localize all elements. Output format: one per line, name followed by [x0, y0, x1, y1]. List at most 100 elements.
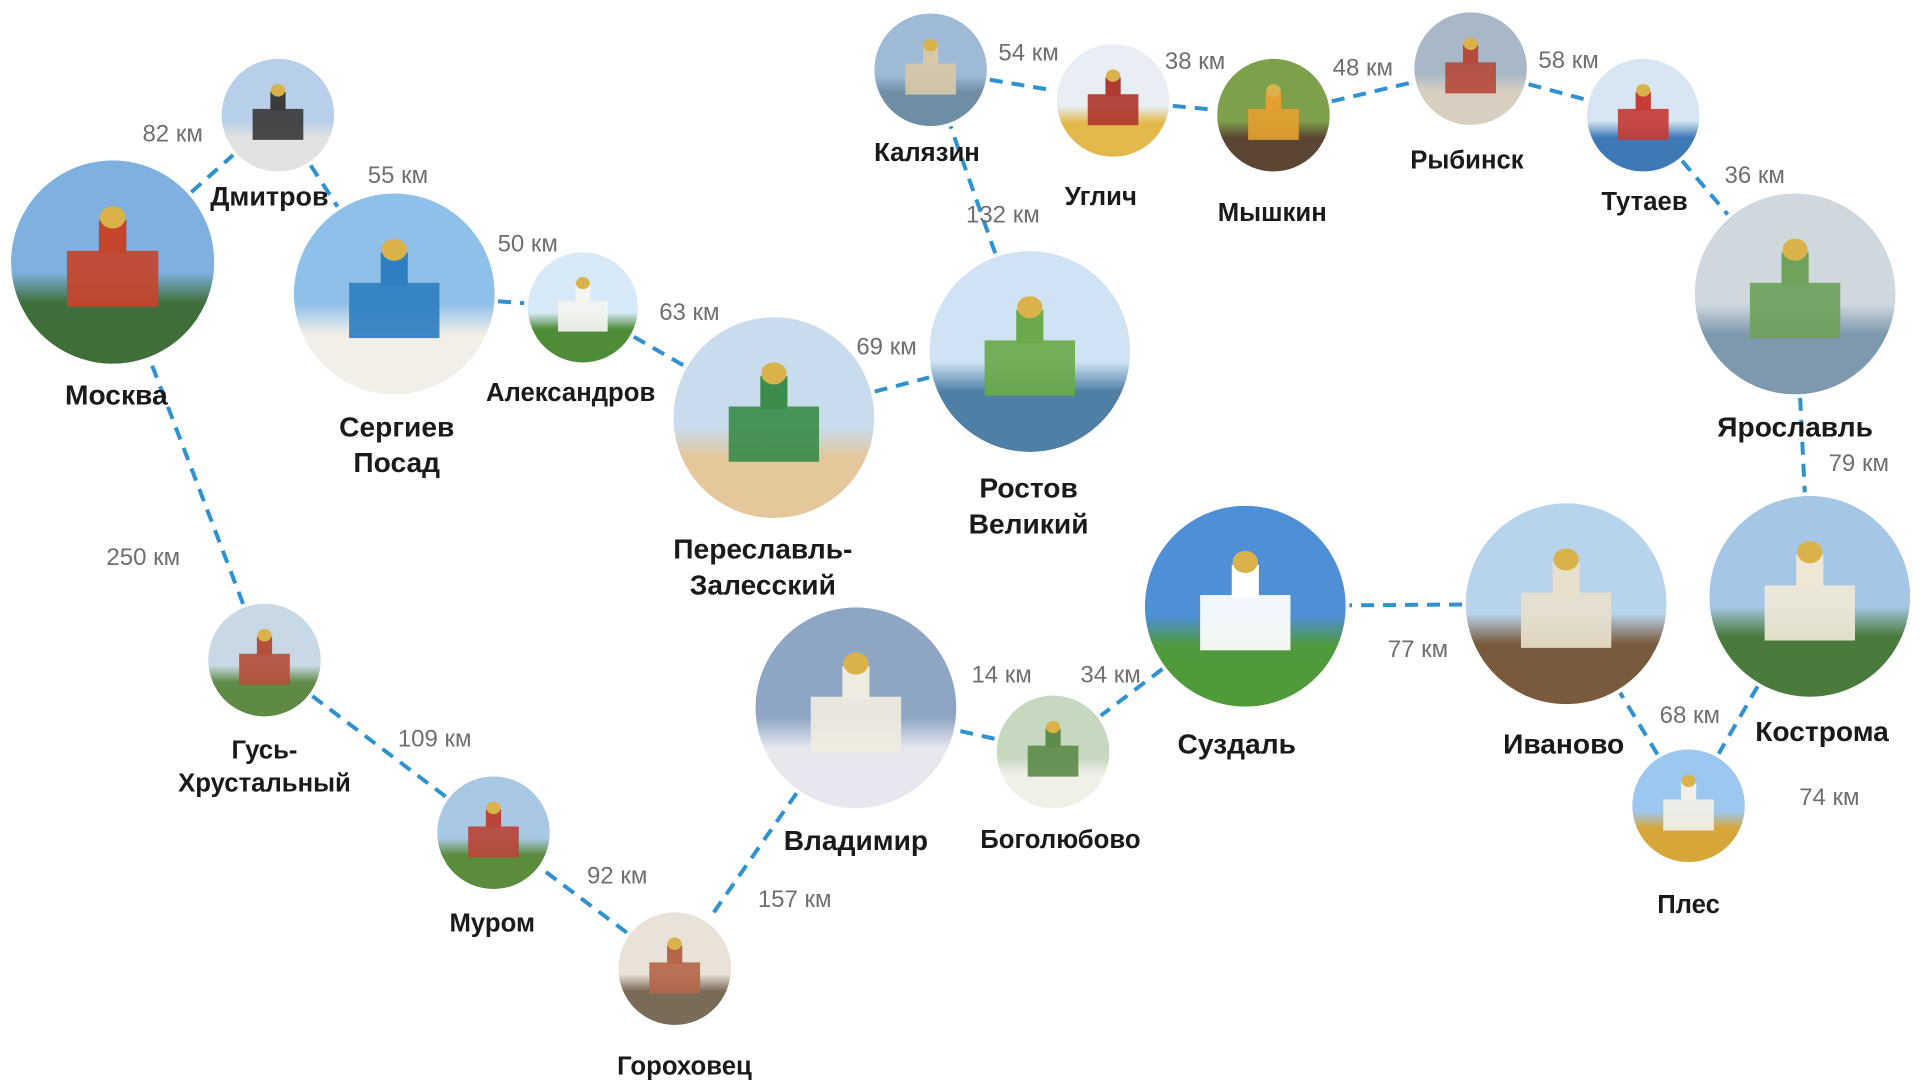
city-dmitrov[interactable]: Дмитров [210, 58, 335, 212]
city-name: Рыбинск [1410, 146, 1524, 174]
city-name: Москва [65, 379, 168, 410]
city-photo[interactable] [437, 776, 550, 920]
city-name: Ростов [979, 472, 1078, 503]
city-name: Залесский [690, 569, 836, 600]
city-suzdal[interactable]: Суздаль [1144, 505, 1346, 762]
route-pereslavl-rostov [874, 375, 930, 394]
city-photo[interactable] [874, 13, 987, 157]
distance-label: 79 км [1829, 450, 1889, 477]
city-name: Боголюбово [980, 826, 1140, 854]
route-moskva-dmitrov [190, 153, 235, 194]
city-photo[interactable] [1414, 12, 1527, 156]
city-name: Гороховец [617, 1053, 752, 1080]
city-photo[interactable] [755, 607, 957, 863]
route-murom-gus-khrustalny [311, 694, 447, 799]
city-photo[interactable] [1056, 44, 1170, 188]
city-photo[interactable] [527, 252, 638, 393]
route-myshkin-rybinsk [1331, 80, 1413, 104]
distance-label: 34 км [1080, 662, 1140, 689]
city-name: Мышкин [1218, 199, 1327, 227]
city-name: Владимир [784, 825, 928, 856]
city-uglich[interactable]: Углич [1056, 44, 1170, 211]
city-yaroslavl[interactable]: Ярославль [1694, 193, 1896, 449]
city-name: Александров [486, 379, 655, 407]
city-name: Иваново [1503, 728, 1624, 759]
city-gorokhovets[interactable]: Гороховец [617, 912, 752, 1080]
distance-label: 132 км [966, 201, 1040, 228]
city-photo[interactable] [673, 317, 875, 573]
city-photo[interactable] [1632, 749, 1745, 893]
distance-label: 68 км [1660, 702, 1720, 729]
distance-label: 69 км [856, 334, 916, 361]
city-photo[interactable] [1217, 58, 1330, 203]
city-photo[interactable] [1709, 495, 1911, 752]
city-photo[interactable] [208, 603, 321, 748]
city-kalyazin[interactable]: Калязин [874, 13, 987, 167]
distance-label: 38 км [1165, 48, 1225, 75]
city-photo[interactable] [996, 695, 1110, 840]
distance-label: 14 км [971, 662, 1031, 689]
route-kalyazin-uglich [989, 77, 1055, 93]
city-rybinsk[interactable]: Рыбинск [1410, 12, 1527, 174]
route-yaroslavl-kostroma [1798, 397, 1807, 493]
city-pereslavl[interactable]: Переславль- Залесский [673, 317, 875, 600]
route-ples-ivanovo [1618, 691, 1660, 756]
route-dmitrov-sergiev-posad [309, 164, 340, 208]
city-name: Посад [353, 447, 440, 478]
distance-label: 63 км [659, 299, 719, 326]
city-ples[interactable]: Плес [1632, 749, 1745, 919]
city-vladimir[interactable]: Владимир [755, 607, 957, 863]
city-photo[interactable] [618, 912, 732, 1056]
city-name: Великий [969, 508, 1089, 539]
city-bogolyubovo[interactable]: Боголюбово [980, 695, 1141, 855]
distance-label: 250 км [106, 544, 180, 571]
city-name: Муром [450, 909, 535, 937]
routes-layer [148, 77, 1807, 935]
city-gus-khrustalny[interactable]: Гусь- Хрустальный [178, 603, 351, 798]
distance-label: 82 км [142, 120, 202, 147]
route-ivanovo-suzdal [1349, 602, 1463, 608]
city-photo[interactable] [929, 251, 1131, 507]
city-name: Дмитров [210, 182, 328, 212]
route-rybinsk-tutaev [1528, 82, 1586, 102]
city-photo[interactable] [1144, 505, 1346, 762]
route-gorokhovets-murom [540, 867, 628, 935]
city-murom[interactable]: Муром [437, 776, 550, 937]
city-name: Ярославль [1717, 411, 1873, 442]
city-myshkin[interactable]: Мышкин [1217, 58, 1330, 227]
distance-label: 55 км [368, 162, 428, 189]
city-photo[interactable] [221, 58, 335, 203]
cities-layer: МоскваДмитровСергиевПосадАлександровПере… [11, 12, 1911, 1080]
route-suzdal-bogolyubovo [1099, 667, 1164, 718]
route-sergiev-posad-aleksandrov [497, 299, 525, 306]
city-name: Гусь- [232, 737, 298, 765]
city-tutaev[interactable]: Тутаев [1586, 58, 1700, 216]
distance-labels-layer: 82 км 55 км 50 км 63 км 69 км 132 км 54 км 38 к… [106, 40, 1889, 913]
city-name: Суздаль [1178, 728, 1296, 759]
city-name: Плес [1657, 891, 1720, 919]
route-tutaev-yaroslavl [1680, 159, 1730, 216]
distance-label: 157 км [758, 886, 832, 913]
city-photo[interactable] [1465, 503, 1667, 759]
city-moskva[interactable]: Москва [11, 160, 215, 419]
city-photo[interactable] [1586, 58, 1700, 203]
city-name: Сергиев [339, 411, 454, 442]
city-aleksandrov[interactable]: Александров [486, 252, 655, 407]
city-ivanovo[interactable]: Иваново [1465, 503, 1667, 759]
route-uglich-myshkin [1172, 103, 1214, 112]
route-aleksandrov-pereslavl [632, 334, 685, 368]
city-kostroma[interactable]: Кострома [1709, 495, 1911, 752]
city-name: Переславль- [673, 534, 852, 565]
city-name: Калязин [874, 139, 980, 167]
route-rostov-kalyazin [948, 125, 998, 254]
distance-label: 50 км [498, 231, 558, 258]
distance-label: 54 км [998, 40, 1058, 67]
city-name: Тутаев [1601, 188, 1687, 216]
city-name: Хрустальный [178, 769, 351, 797]
city-name: Кострома [1755, 716, 1889, 747]
distance-label: 77 км [1388, 636, 1448, 663]
distance-label: 36 км [1725, 162, 1785, 189]
